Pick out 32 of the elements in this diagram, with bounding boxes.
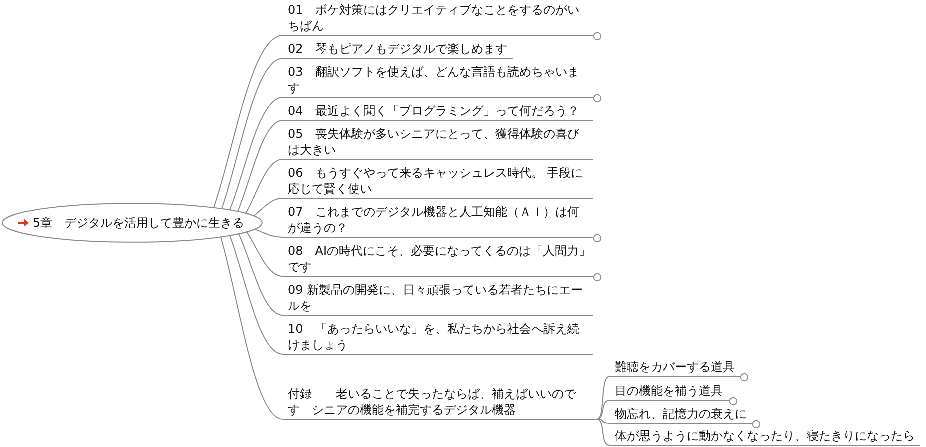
branch-topic: 06 もうすぐやって来るキャッシュレス時代。 手段に応じて賢く使い [283,165,593,199]
branch-line [254,198,284,217]
branch-topic: 05 喪失体験が多いシニアにとって、獲得体験の喜びは大きい [283,126,593,160]
branch-topic: 04 最近よく聞く「プログラミング」って何だろう？ [283,103,593,121]
branch-line [230,97,284,211]
branch-line [596,400,610,420]
branch-line [596,419,610,424]
branch-topic: 08 AIの時代にこそ、必要になってくるのは「人間力」です [283,243,593,277]
branch-line [214,35,284,208]
subtopic: 体が思うように動かなくなったり、寝たきりになったら [610,428,920,446]
branch-line [246,232,284,277]
subtopic: 物忘れ、記憶力の衰えに [610,406,752,424]
branch-line [222,58,284,210]
branch-line [596,419,610,446]
branch-topic: 03 翻訳ソフトを使えば、どんな言語も読めちゃいます [283,64,593,98]
subtopic: 目の機能を補う道具 [610,383,729,401]
branch-line [246,159,284,214]
branch-line [220,236,284,420]
branch-line [238,234,284,316]
branch-line [596,376,610,420]
branch-topic: 01 ボケ対策にはクリエイティブなことをするのがいちばん [283,2,593,36]
branch-line [230,235,284,355]
subtopic: 難聴をカバーする道具 [610,359,740,377]
branch-topic: 付録 老いることで失ったならば、補えばいいのです シニアの機能を補完するデジタル機器 [283,386,597,420]
branch-topic: 10 「あったらいいな」を、私たちから社会へ訴え続けましょう [283,321,593,355]
branch-topic: 09 新製品の開発に、日々頑張っている若者たちにエールを [283,282,593,316]
branch-topic: 07 これまでのデジタル機器と人工知能（ＡＩ）は何が違うの？ [283,204,593,238]
branch-line [238,120,284,212]
central-topic-text: 5章 デジタルを活用して豊かに生きる [33,215,245,231]
central-oval [2,203,263,243]
branch-topic: 02 琴もピアノもデジタルで楽しめます [283,41,514,59]
branch-line [254,228,284,238]
